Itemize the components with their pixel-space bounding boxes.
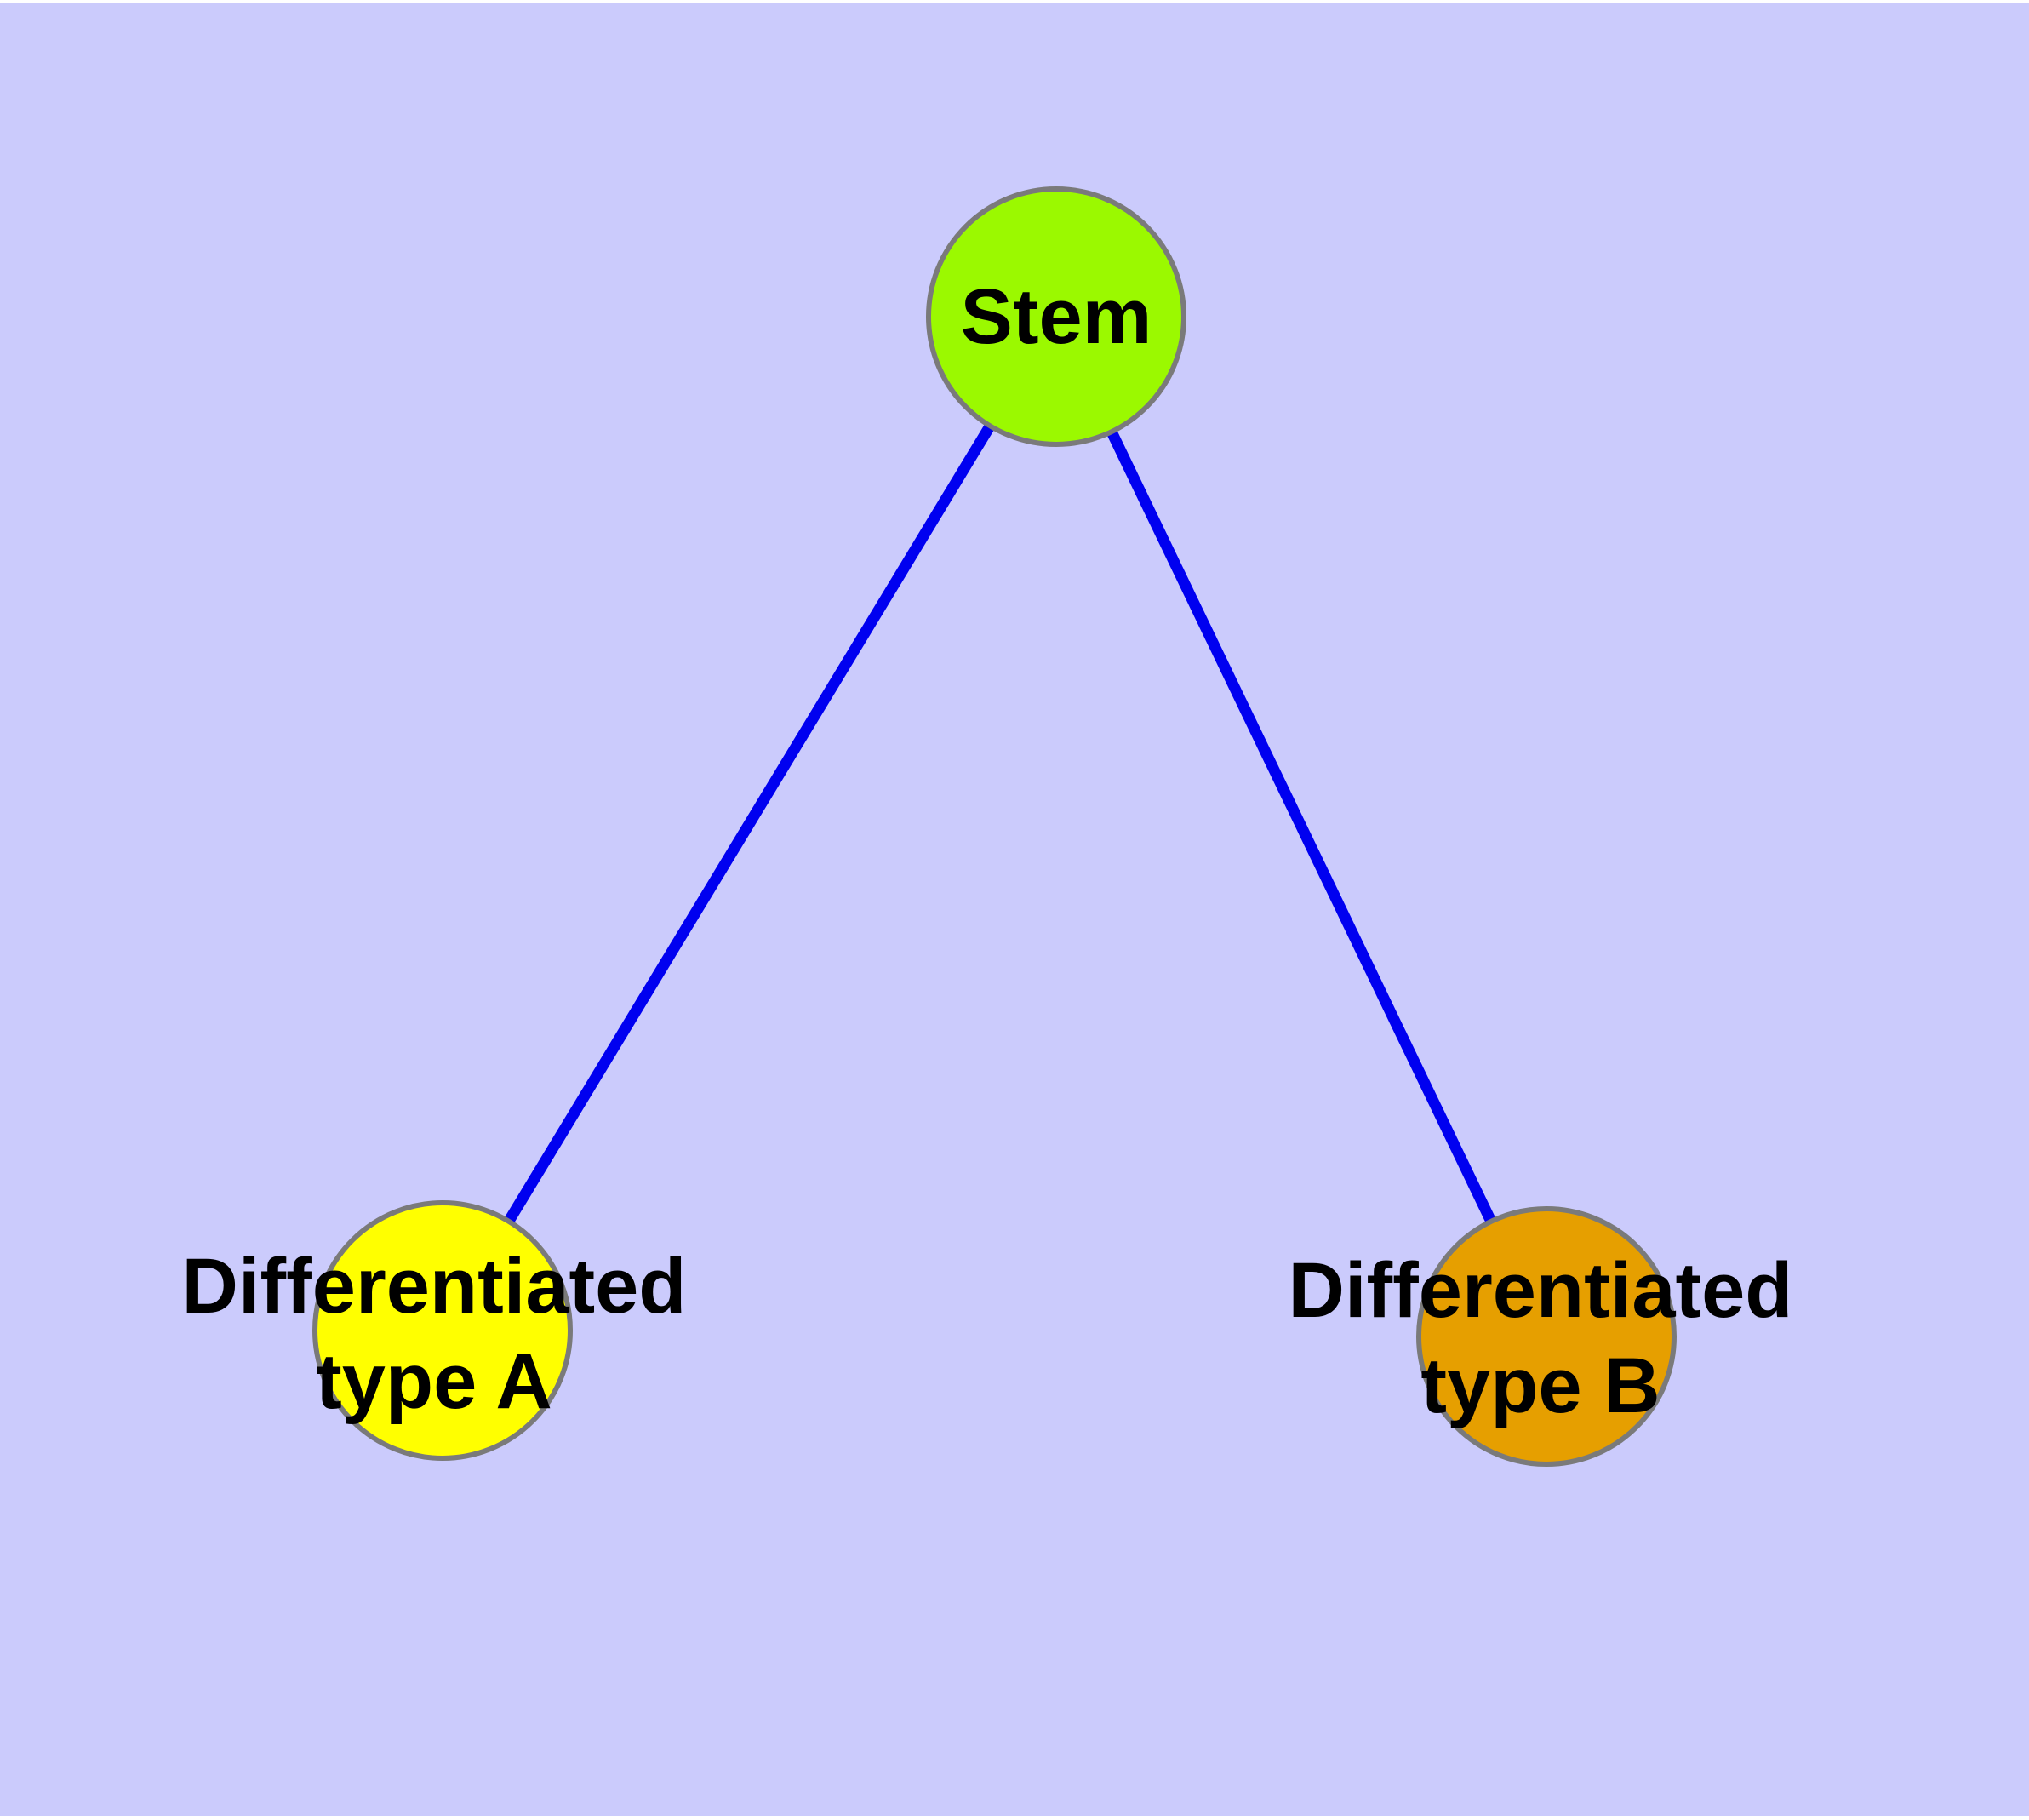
edge-stem-to-type-b [1051, 314, 1552, 1339]
node-label-type-a: Differentiated type A [181, 1242, 687, 1425]
node-stem-circle [926, 186, 1186, 447]
node-label-type-b: Differentiated type B [1288, 1246, 1793, 1429]
node-label-stem: Stem [960, 272, 1152, 360]
node-type-b-circle [1416, 1206, 1677, 1467]
node-type-a-circle [312, 1200, 573, 1461]
edge-stem-to-type-a [437, 313, 1061, 1334]
